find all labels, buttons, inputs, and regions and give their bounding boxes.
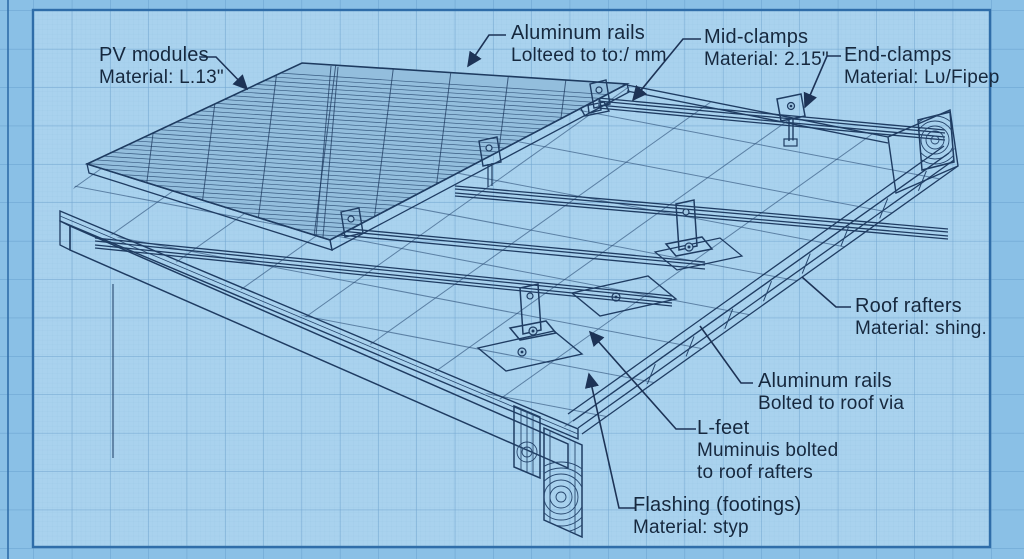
mid-clamp-2 [478,136,502,187]
flashing-plate-lower [476,237,744,372]
end-clamps-leader [803,55,841,109]
sheet-frame [31,8,992,549]
end-clamp [776,93,806,147]
mid-clamp-1 [340,207,364,238]
leader-lines [199,34,851,509]
aluminum-rails-bottom-leader [699,325,753,384]
roof-top-edge [626,84,889,144]
panel-seam [315,65,339,238]
flashing-leader [584,372,636,509]
mid-clamp-3 [589,79,611,109]
fascia-board [59,209,579,470]
aluminum-rail-d [339,227,706,270]
aluminum-rails-top-leader [467,34,506,68]
l-feet-leader [588,330,696,430]
roof-rafter-front-small [513,404,541,480]
l-foot-bracket-left [508,283,558,341]
roof-rafter-front-large [543,426,583,539]
pv-modules-leader [199,56,249,91]
aluminum-rail-b [454,185,949,240]
l-foot-bracket-right [664,199,714,257]
rake-board [567,145,959,435]
aluminum-rail-c [94,237,673,307]
roof-rafters-leader [801,276,851,308]
mid-clamps-leader [631,38,701,102]
roof-rafter-end-right [917,111,955,171]
panel-frame-edge-left [86,163,333,251]
